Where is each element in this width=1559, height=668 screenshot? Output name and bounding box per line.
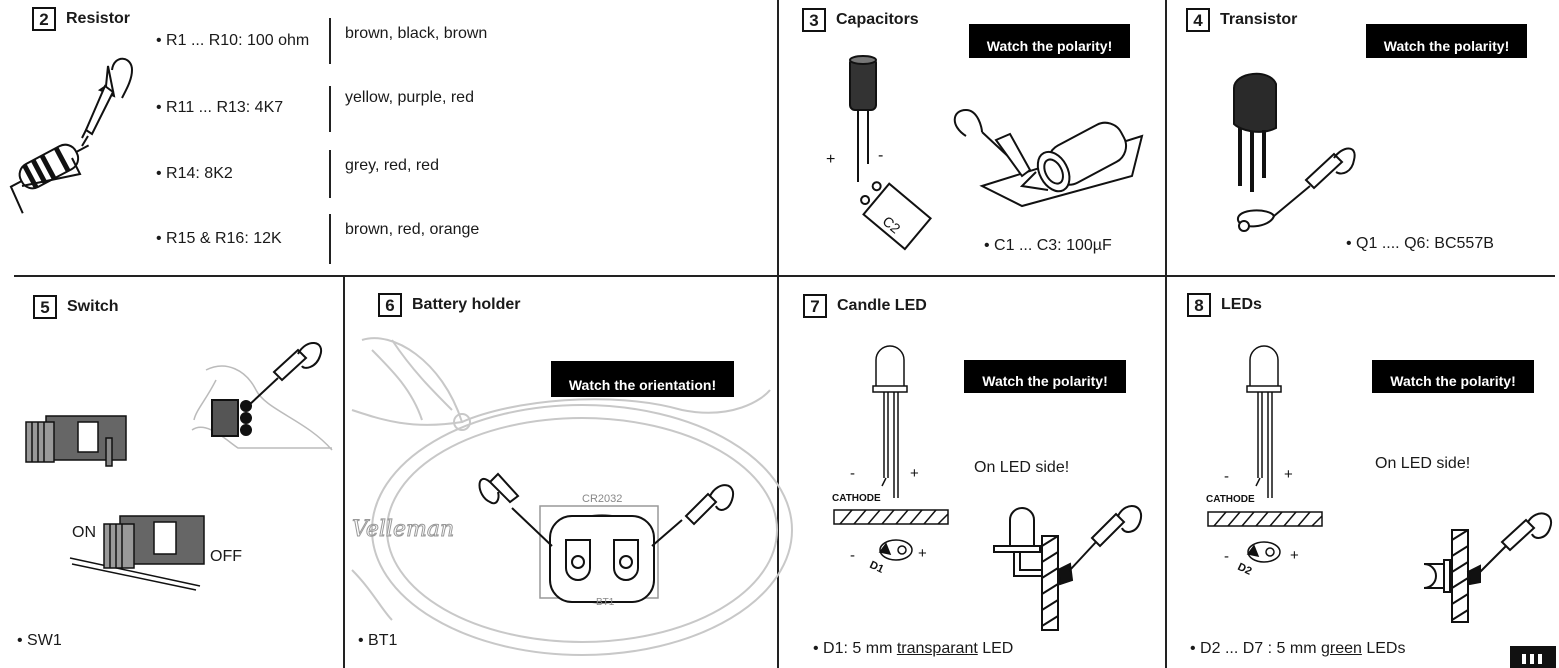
polarity-warning-badge: Watch the polarity! — [969, 24, 1130, 58]
battery-pcb-label: BT1 — [596, 597, 615, 608]
battery-section-header: 6 Battery holder — [378, 293, 520, 317]
step-number: 3 — [802, 8, 826, 32]
separator — [329, 150, 331, 198]
led-minus-sign: - — [1224, 468, 1229, 485]
pcb-plus-sign: + — [918, 545, 927, 562]
capacitor-illustration: + - C2 — [826, 55, 932, 251]
step-number: 2 — [32, 7, 56, 31]
transistor-section-header: 4 Transistor — [1186, 8, 1297, 32]
led-pcb-label: D2 — [1236, 561, 1254, 578]
candle-led-section-header: 7 Candle LED — [803, 294, 927, 318]
resistor-color-code: brown, black, brown — [345, 25, 488, 42]
resistor-color-code: brown, red, orange — [345, 221, 480, 238]
switch-off-label: OFF — [210, 548, 242, 565]
resistor-color-code: grey, red, red — [345, 157, 439, 174]
orientation-warning-badge: Watch the orientation! — [551, 361, 734, 397]
column-divider — [777, 0, 779, 668]
row-divider — [14, 275, 1555, 277]
step-number: 8 — [1187, 293, 1211, 317]
led-side-note: On LED side! — [1375, 455, 1471, 472]
resistor-color-code: yellow, purple, red — [345, 89, 474, 106]
led-soldering-illustration — [993, 505, 1143, 631]
cathode-label: CATHODE — [1206, 494, 1255, 505]
section-title: Resistor — [66, 10, 131, 27]
column-divider — [1165, 277, 1167, 668]
switch-on-label: ON — [72, 524, 96, 541]
leds-list-item: • D2 ... D7 : 5 mm green LEDs — [1190, 640, 1405, 658]
section-title: Switch — [67, 298, 119, 315]
battery-holder-pcb-illustration: Velleman CR2032 BT1 — [351, 337, 793, 656]
step-number: 4 — [1186, 8, 1210, 32]
list-emphasis: transparant — [896, 640, 978, 657]
capacitor-plus-sign: + — [826, 151, 835, 168]
separator — [329, 18, 331, 64]
separator — [329, 214, 331, 264]
resistor-section-header: 2 Resistor — [32, 7, 130, 31]
capacitors-section-header: 3 Capacitors — [802, 8, 919, 32]
resistor-list-item: • R1 ... R10: 100 ohm — [156, 32, 310, 49]
switch-illustration — [25, 415, 127, 467]
resistor-list-item: • R14: 8K2 — [156, 165, 233, 182]
column-divider — [1165, 0, 1167, 277]
leds-section-header: 8 LEDs — [1187, 293, 1262, 317]
capacitor-soldering-illustration — [953, 108, 1144, 208]
switch-on-off-illustration — [69, 515, 205, 591]
list-text: LED — [977, 640, 1014, 657]
resistor-list-item: • R15 & R16: 12K — [156, 230, 282, 247]
list-text: • D2 ... D7 : 5 mm — [1190, 640, 1321, 657]
section-title: Transistor — [1220, 11, 1298, 28]
list-text: LEDs — [1361, 640, 1406, 657]
step-number: 5 — [33, 295, 57, 319]
led-soldering-illustration — [1423, 512, 1553, 623]
polarity-warning-badge: Watch the polarity! — [1372, 360, 1534, 393]
transistor-illustration — [1233, 72, 1356, 232]
page-corner-tab — [1510, 646, 1556, 668]
cell-type-label: CR2032 — [582, 493, 622, 505]
pcb-minus-sign: - — [850, 547, 855, 564]
switch-list-item: • SW1 — [17, 632, 62, 649]
led-illustration: - + CATHODE - + D2 — [1206, 345, 1323, 578]
list-text: • D1: 5 mm — [813, 640, 897, 657]
section-title: Candle LED — [837, 297, 927, 314]
led-pcb-label: D1 — [868, 559, 886, 576]
section-title: Capacitors — [836, 11, 919, 28]
polarity-warning-badge: Watch the polarity! — [964, 360, 1126, 393]
column-divider — [343, 277, 345, 668]
capacitor-list-item: • C1 ... C3: 100µF — [984, 237, 1112, 254]
led-illustration: - + CATHODE - + D1 — [832, 345, 949, 576]
section-title: LEDs — [1221, 296, 1262, 313]
switch-section-header: 5 Switch — [33, 295, 119, 319]
battery-list-item: • BT1 — [358, 632, 398, 649]
brand-logo: Velleman — [352, 517, 454, 542]
switch-soldering-illustration — [191, 342, 333, 451]
separator — [329, 86, 331, 132]
led-plus-sign: + — [1284, 466, 1293, 483]
led-minus-sign: - — [850, 465, 855, 482]
candle-led-list-item: • D1: 5 mm transparant LED — [813, 640, 1013, 658]
resistor-list-item: • R11 ... R13: 4K7 — [156, 99, 284, 116]
pcb-plus-sign: + — [1290, 547, 1299, 564]
transistor-list-item: • Q1 .... Q6: BC557B — [1346, 235, 1494, 252]
list-emphasis: green — [1320, 640, 1362, 657]
section-title: Battery holder — [412, 296, 521, 313]
polarity-warning-badge: Watch the polarity! — [1366, 24, 1527, 58]
resistor-illustration — [9, 57, 134, 214]
cathode-label: CATHODE — [832, 493, 881, 504]
capacitor-minus-sign: - — [878, 147, 883, 164]
pcb-minus-sign: - — [1224, 548, 1229, 565]
step-number: 6 — [378, 293, 402, 317]
led-plus-sign: + — [910, 465, 919, 482]
step-number: 7 — [803, 294, 827, 318]
led-side-note: On LED side! — [974, 459, 1070, 476]
